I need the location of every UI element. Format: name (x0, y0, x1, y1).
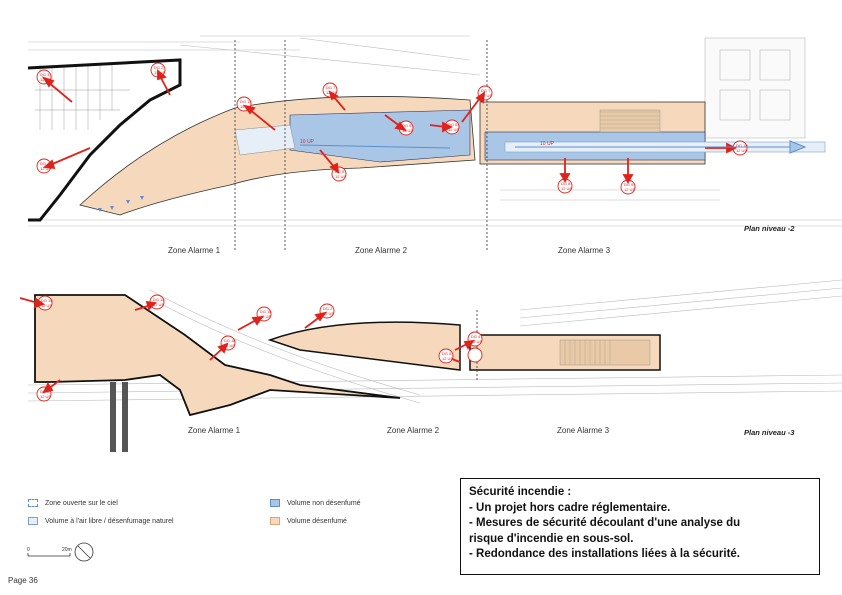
legend-label: Volume désenfumé (287, 517, 347, 525)
svg-text:12 UP: 12 UP (481, 93, 492, 98)
plan-title-level-2: Plan niveau -2 (744, 224, 795, 233)
svg-text:12 UP: 12 UP (335, 174, 346, 179)
svg-text:DG 13: DG 13 (240, 99, 252, 104)
fire-safety-callout: Sécurité incendie : - Un projet hors cad… (460, 478, 820, 575)
flow-label-l2b: 10 UP (540, 141, 555, 147)
legend-item-open-air: Volume à l'air libre / désenfumage natur… (28, 517, 174, 525)
zone-alarme-2-l3: Zone Alarme 2 (387, 426, 440, 435)
flow-label-l2a: 10 UP (300, 139, 315, 145)
svg-text:12 UP: 12 UP (561, 186, 572, 191)
svg-text:12 UP: 12 UP (40, 166, 51, 171)
scale-zero: 0 (27, 547, 30, 553)
legend-item-open-sky: Zone ouverte sur le ciel (28, 499, 118, 507)
svg-text:DG 7: DG 7 (481, 88, 491, 93)
svg-text:12 UP: 12 UP (260, 314, 271, 319)
legend-swatch-blue (270, 499, 280, 507)
plan-title-level-3: Plan niveau -3 (744, 428, 795, 437)
legend-item-desenfume: Volume désenfumé (270, 517, 347, 525)
legend-swatch-light (28, 517, 38, 525)
svg-text:12 UP: 12 UP (41, 303, 52, 308)
zone-alarme-3-l2: Zone Alarme 3 (558, 246, 611, 255)
svg-text:DG 9: DG 9 (624, 182, 634, 187)
svg-text:DG 5: DG 5 (442, 351, 452, 356)
svg-text:12 UP: 12 UP (448, 127, 459, 132)
svg-text:DG 10: DG 10 (41, 298, 53, 303)
legend-label: Volume à l'air libre / désenfumage natur… (45, 517, 174, 525)
svg-text:12 UP: 12 UP (471, 339, 482, 344)
legend-swatch-dashed (28, 499, 38, 507)
svg-text:DG 2: DG 2 (154, 65, 164, 70)
svg-text:12 UP: 12 UP (442, 356, 453, 361)
svg-text:12 UP: 12 UP (323, 311, 334, 316)
svg-text:12 UP: 12 UP (402, 128, 413, 133)
north-arrow-icon (74, 542, 94, 562)
callout-line: - Mesures de sécurité découlant d'une an… (469, 517, 741, 529)
zone-alarme-2-l2: Zone Alarme 2 (355, 246, 408, 255)
svg-text:DG 18: DG 18 (224, 338, 236, 343)
svg-text:DG 3: DG 3 (40, 72, 50, 77)
page-number: Page 36 (8, 576, 38, 585)
zone-alarme-1-l3: Zone Alarme 1 (188, 426, 241, 435)
callout-line: - Un projet hors cadre réglementaire. (469, 501, 671, 514)
svg-text:12 UP: 12 UP (40, 394, 51, 399)
callout-line: - Redondance des installations liées à l… (469, 548, 740, 560)
svg-text:12 UP: 12 UP (736, 148, 747, 153)
svg-text:DG 4: DG 4 (471, 334, 481, 339)
callout-line: risque d'incendie en sous-sol. (469, 532, 634, 545)
scale-end: 20m (62, 547, 72, 553)
svg-text:DG 7: DG 7 (326, 85, 336, 90)
svg-text:DG 4: DG 4 (40, 161, 50, 166)
scale-bar: 0 20m (27, 542, 94, 562)
legend-label: Zone ouverte sur le ciel (45, 499, 118, 507)
svg-text:12 UP: 12 UP (624, 187, 635, 192)
zone-alarme-3-l3: Zone Alarme 3 (557, 426, 610, 435)
svg-text:DG 2: DG 2 (323, 306, 333, 311)
legend-item-non-desenfume: Volume non désenfumé (270, 499, 361, 507)
callout-line: Sécurité incendie : (469, 486, 572, 498)
legend-label: Volume non désenfumé (287, 499, 361, 507)
svg-text:DG 8: DG 8 (561, 181, 571, 186)
svg-text:DG 6: DG 6 (448, 122, 458, 127)
svg-text:DG 16: DG 16 (260, 309, 272, 314)
svg-text:DG 12: DG 12 (153, 297, 165, 302)
svg-text:DG 5: DG 5 (335, 169, 345, 174)
svg-text:DG 5: DG 5 (402, 123, 412, 128)
svg-text:12 UP: 12 UP (224, 343, 235, 348)
svg-text:12 UP: 12 UP (153, 302, 164, 307)
legend-swatch-orange (270, 517, 280, 525)
zone-alarme-1-l2: Zone Alarme 1 (168, 246, 221, 255)
volume-desenfume-l3-left (34, 294, 401, 417)
svg-text:DG 10: DG 10 (736, 143, 748, 148)
